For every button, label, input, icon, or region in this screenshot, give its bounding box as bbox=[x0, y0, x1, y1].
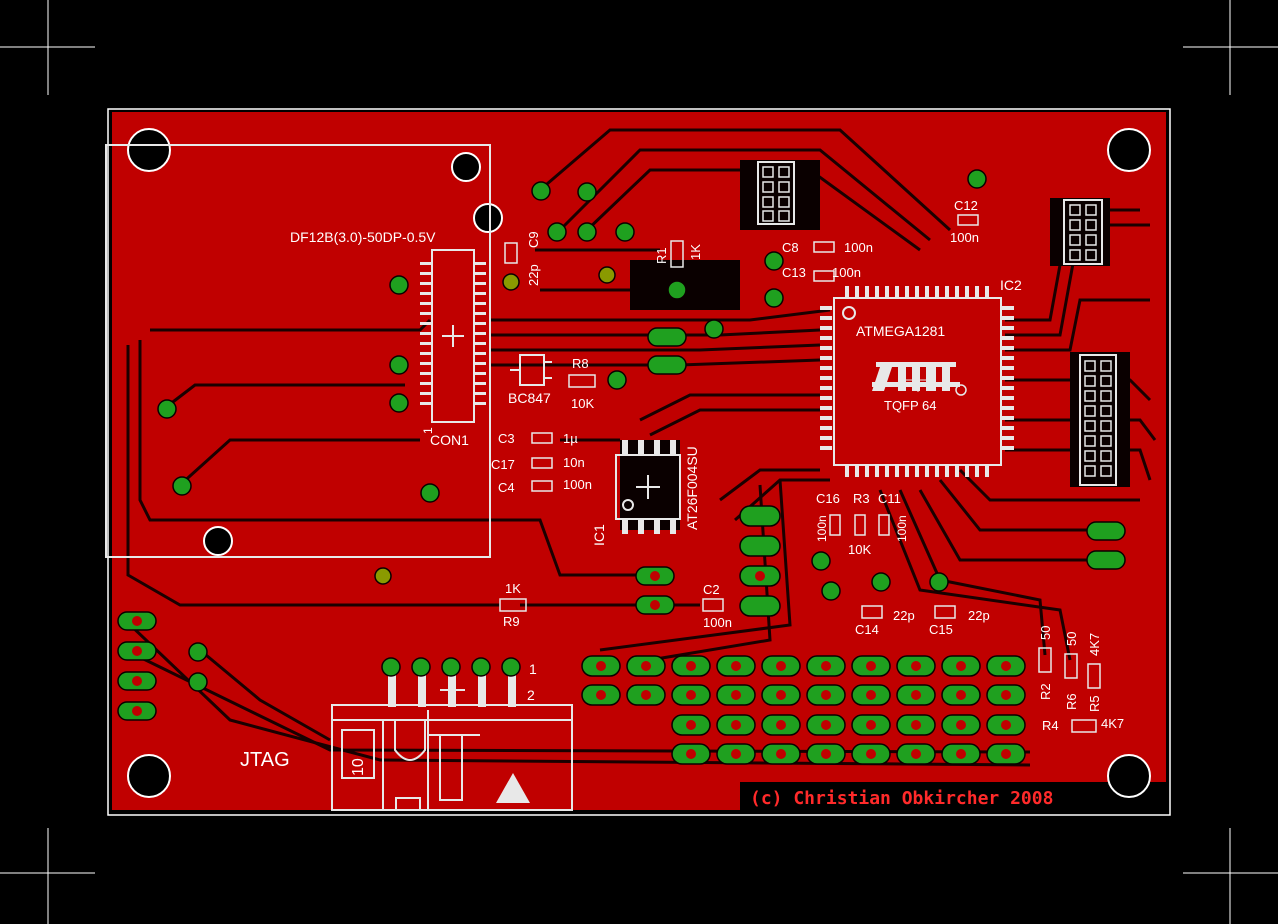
connector-name-label: CON1 bbox=[430, 432, 469, 448]
mounting-hole-icon bbox=[127, 754, 171, 798]
r4-ref: R4 bbox=[1042, 718, 1059, 733]
r6-ref: R6 bbox=[1064, 693, 1079, 710]
r5-ref: R5 bbox=[1087, 695, 1102, 712]
c4-value: 100n bbox=[563, 477, 592, 492]
r2-ref: R2 bbox=[1038, 683, 1053, 700]
jtag-pins bbox=[388, 675, 516, 707]
r3-ref: R3 bbox=[853, 491, 870, 506]
r6-value: 50 bbox=[1064, 632, 1079, 646]
c16-ref: C16 bbox=[816, 491, 840, 506]
c12-ref: C12 bbox=[954, 198, 978, 213]
jtag-triangle-icon bbox=[496, 773, 530, 803]
c14-ref: C14 bbox=[855, 622, 879, 637]
r5-value: 4K7 bbox=[1087, 633, 1102, 656]
c15-ref: C15 bbox=[929, 622, 953, 637]
transistor-bc847 bbox=[510, 354, 552, 386]
round-pads bbox=[157, 169, 987, 692]
connector-pin-one: 1 bbox=[421, 427, 435, 434]
connector-part-label: DF12B(3.0)-50DP-0.5V bbox=[290, 229, 436, 245]
copyright-text: (c) Christian Obkircher 2008 bbox=[750, 788, 1053, 809]
mounting-hole-icon bbox=[1107, 128, 1151, 172]
board-outline bbox=[107, 108, 1171, 816]
c16-value: 100n bbox=[815, 515, 829, 542]
mcu-pins bbox=[820, 286, 1014, 477]
c2-value: 100n bbox=[703, 615, 732, 630]
mcu-ic2 bbox=[820, 286, 1014, 477]
mcu-ref-label: IC2 bbox=[1000, 277, 1022, 293]
c2-ref: C2 bbox=[703, 582, 720, 597]
header-pin2-label: 2 bbox=[527, 687, 535, 703]
mcu-package-label: TQFP 64 bbox=[884, 398, 937, 413]
pad-holes bbox=[132, 571, 1011, 759]
flash-ic1 bbox=[615, 454, 681, 520]
r9-value: 1K bbox=[505, 581, 521, 596]
flash-part-label: AT26F004SU bbox=[684, 446, 700, 530]
c8-value: 100n bbox=[844, 240, 873, 255]
c11-value: 100n bbox=[895, 515, 909, 542]
mounting-hole-icon bbox=[1107, 754, 1151, 798]
mounting-hole-icon bbox=[127, 128, 171, 172]
flash-pins bbox=[622, 440, 676, 534]
flash-ref-label: IC1 bbox=[591, 524, 607, 546]
c3-ref: C3 bbox=[498, 431, 515, 446]
header-pin1-label: 1 bbox=[529, 661, 537, 677]
header-cells bbox=[762, 166, 1112, 477]
r4-value: 4K7 bbox=[1101, 716, 1124, 731]
c15-value: 22p bbox=[968, 608, 990, 623]
transistor-label: BC847 bbox=[508, 390, 551, 406]
connector-pins bbox=[420, 262, 486, 405]
mcu-name-label: ATMEGA1281 bbox=[856, 323, 945, 339]
c9-ref: C9 bbox=[526, 231, 541, 248]
yellow-vias bbox=[374, 266, 616, 585]
c17-value: 10n bbox=[563, 455, 585, 470]
c4-ref: C4 bbox=[498, 480, 515, 495]
c11-ref: C11 bbox=[878, 491, 901, 506]
pin-header-top bbox=[757, 161, 795, 225]
c13-value: 100n bbox=[832, 265, 861, 280]
c8-ref: C8 bbox=[782, 240, 799, 255]
atmel-logo-icon bbox=[872, 362, 967, 396]
c17-ref: C17 bbox=[491, 457, 515, 472]
r3-value: 10K bbox=[848, 542, 871, 557]
c14-value: 22p bbox=[893, 608, 915, 623]
connector-con1 bbox=[105, 144, 491, 558]
r8-value: 10K bbox=[571, 396, 594, 411]
jtag-label: JTAG bbox=[240, 749, 290, 771]
jtag-pin10-label: 10 bbox=[350, 758, 367, 776]
c13-ref: C13 bbox=[782, 265, 806, 280]
r9-ref: R9 bbox=[503, 614, 520, 629]
c12-value: 100n bbox=[950, 230, 979, 245]
r2-value: 50 bbox=[1038, 626, 1053, 640]
smd-parts bbox=[499, 214, 1101, 733]
mounting-holes bbox=[127, 128, 1151, 798]
r1-value: 1K bbox=[688, 244, 703, 260]
c3-value: 1µ bbox=[563, 431, 578, 446]
r8-ref: R8 bbox=[572, 356, 589, 371]
r1-ref: R1 bbox=[654, 247, 669, 264]
c9-value: 22p bbox=[526, 264, 541, 286]
copyright-strip bbox=[740, 782, 1166, 810]
